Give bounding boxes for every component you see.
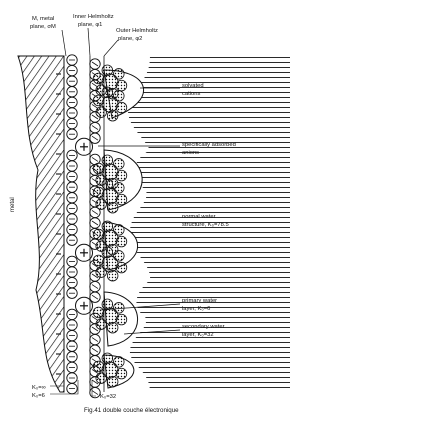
bulk-solution — [128, 56, 290, 392]
hydration-water — [113, 182, 125, 194]
metal-plane-label: M, metal — [32, 16, 54, 22]
ihp-label-2: plane, φ1 — [78, 22, 102, 28]
solvated-cations-label: solvated — [182, 83, 204, 89]
hydration-water — [101, 154, 114, 166]
hydration-water — [95, 198, 107, 210]
specific-anions-label-2: anions — [182, 150, 199, 156]
hydration-water — [115, 235, 128, 248]
hydration-water — [113, 68, 125, 80]
hydration-water — [115, 261, 128, 274]
right-labels: solvated cations specifically adsorbed a… — [98, 83, 236, 338]
normal-water-label-2: structure, K₀=78.5 — [182, 222, 229, 228]
hydration-water — [115, 313, 128, 326]
secondary-water-label: secondary water — [182, 324, 225, 330]
hydration-water — [113, 302, 125, 314]
hydration-water — [106, 110, 119, 122]
hydration-water — [113, 224, 125, 236]
hydration-water — [115, 367, 128, 380]
k-32-label: K₀=32 — [100, 394, 116, 400]
k-six-label: K₀=6 — [32, 393, 45, 399]
k-infinity-label: K₀=∞ — [32, 385, 46, 391]
hydration-water — [101, 352, 114, 364]
normal-water-label: normal water — [182, 214, 216, 220]
figure-caption: Fig.41 double couche électronique — [84, 407, 179, 414]
hydration-water — [113, 158, 125, 170]
top-labels: M, metal plane, σM Inner Helmholtz plane… — [30, 14, 158, 57]
metal-electrode — [17, 55, 65, 393]
hydration-water — [101, 64, 114, 76]
hydration-water — [92, 186, 105, 199]
hydration-water — [113, 250, 125, 262]
primary-water-label: primary water — [182, 298, 217, 304]
hydration-water — [106, 322, 119, 334]
hydration-water — [115, 79, 128, 92]
hydration-water — [92, 360, 105, 373]
hydration-water — [115, 101, 128, 114]
hydration-water — [92, 72, 105, 85]
ion-layers — [66, 54, 128, 399]
hydration-water — [101, 246, 114, 258]
secondary-water-label-2: layer, K₀=32 — [182, 332, 214, 338]
hydration-water — [95, 318, 107, 330]
ohp-label: Outer Helmholtz — [116, 28, 158, 34]
solvated-cations-label-2: cations — [182, 91, 200, 97]
hydration-water — [106, 376, 119, 388]
hydration-water — [92, 94, 105, 107]
hydration-water — [101, 178, 114, 190]
hydration-water — [95, 372, 107, 384]
hydration-water — [92, 306, 105, 319]
metal-side-label: metal — [10, 197, 16, 212]
bottom-labels: K₀=∞ K₀=6 K₀=32 — [32, 380, 116, 400]
ihp-label: Inner Helmholtz — [73, 14, 114, 20]
hydration-water — [95, 266, 107, 278]
hydration-water — [101, 220, 114, 232]
hydration-water — [115, 193, 128, 206]
ohp-label-2: plane, φ2 — [118, 36, 142, 42]
hydration-water — [115, 169, 128, 182]
hydration-water — [113, 90, 125, 102]
hydration-water — [106, 270, 119, 282]
primary-water-label-2: layer, K₀=6 — [182, 306, 210, 312]
hydration-water — [92, 228, 105, 241]
metal-surface-charges — [56, 73, 61, 375]
metal-plane-label-2: plane, σM — [30, 24, 56, 30]
specific-anions-label: specifically adsorbed — [182, 142, 236, 148]
hydration-water — [113, 356, 125, 368]
hydration-water — [92, 254, 105, 267]
hydration-water — [101, 86, 114, 98]
hydration-water — [92, 162, 105, 175]
hydration-water — [106, 202, 119, 214]
hydration-water — [95, 106, 107, 118]
